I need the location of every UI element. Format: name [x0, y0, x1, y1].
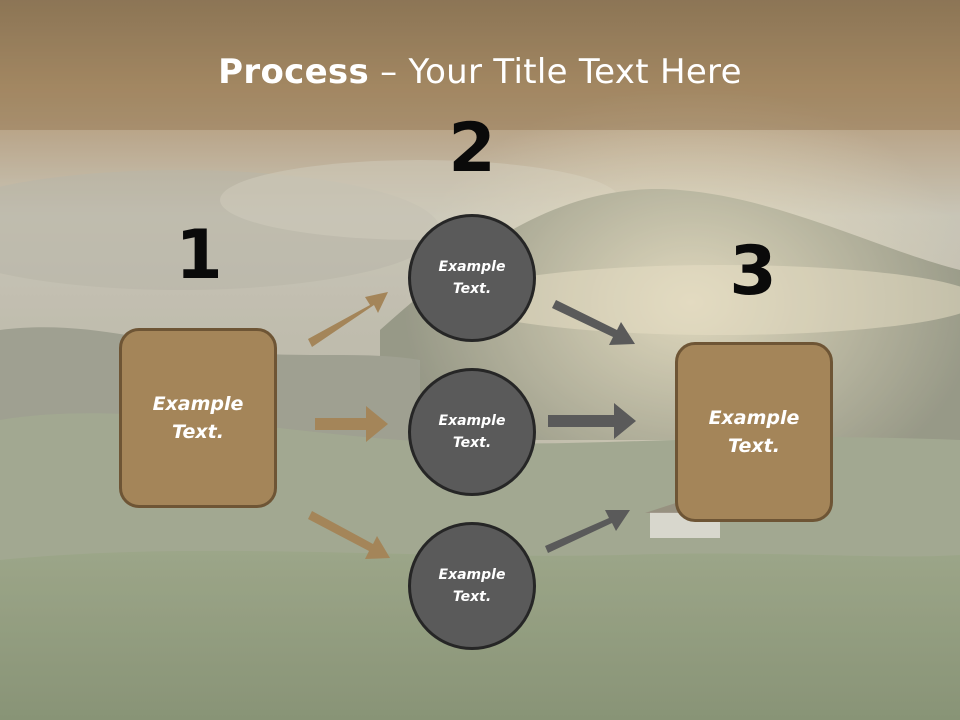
circle-2-line2: Text. [452, 435, 492, 451]
step-1-box: Example Text. [119, 328, 277, 508]
slide-title: Process – Your Title Text Here [0, 52, 960, 92]
step-number-3: 3 [729, 232, 777, 311]
step-1-line2: Text. [172, 421, 224, 443]
circle-1: Example Text. [408, 214, 536, 342]
title-bold: Process [218, 52, 370, 92]
circle-2: Example Text. [408, 368, 536, 496]
step-3-line1: Example [708, 406, 800, 429]
step-number-2: 2 [448, 109, 496, 188]
step-1-line1: Example [152, 392, 244, 415]
circle-1-line1: Example [438, 258, 506, 275]
title-rest: – Your Title Text Here [369, 52, 742, 92]
step-3-box: Example Text. [675, 342, 833, 522]
circle-2-line1: Example [438, 412, 506, 429]
circle-3-line1: Example [438, 566, 506, 583]
circle-3: Example Text. [408, 522, 536, 650]
step-number-1: 1 [175, 216, 223, 295]
circle-3-line2: Text. [452, 589, 492, 605]
step-3-line2: Text. [728, 435, 780, 457]
circle-1-line2: Text. [452, 281, 492, 297]
